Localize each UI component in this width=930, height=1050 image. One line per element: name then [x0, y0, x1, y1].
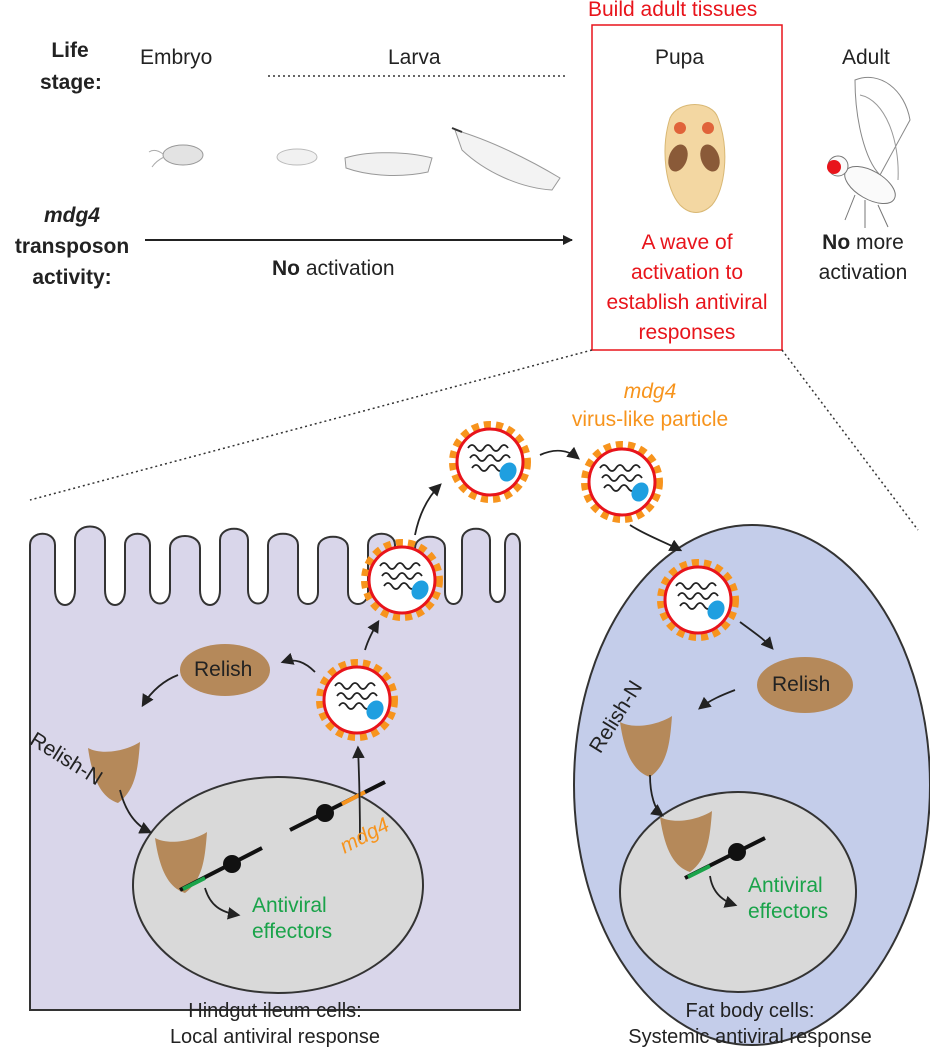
arrow-vlp-travel [539, 446, 580, 460]
activity-label-line3: activity: [32, 266, 112, 289]
pupa-highlight-box [591, 24, 783, 351]
arrow-vlp-out [414, 483, 442, 536]
no-activation-bold: No [272, 257, 300, 280]
no-activation-rest: activation [300, 257, 395, 280]
arrow-vlp-into-fatbody [629, 524, 683, 552]
zoom-line-left [29, 349, 593, 501]
vlp-label: mdg4 virus-like particle [570, 378, 730, 434]
arrow-vlp-to-relish-fatbody [739, 621, 774, 650]
arrow-relish-cleave-fatbody [698, 689, 736, 710]
no-activation-text: No activation [272, 257, 395, 281]
life-stage-line1: Life [51, 39, 89, 62]
larva-small-icon [276, 148, 318, 166]
larva-medium-icon [344, 152, 433, 176]
vlp-label-line2: virus-like particle [571, 408, 729, 431]
life-stage-label: Life stage: [40, 35, 102, 99]
arrow-relish-n-import-hindgut [119, 789, 153, 834]
hindgut-effectors-line2: effectors [252, 920, 333, 943]
pupa-text-line2: activation to [630, 261, 744, 284]
fatbody-relish-shape [757, 657, 853, 713]
vlp-circulating-1 [453, 425, 527, 499]
fatbody-caption-line1: Fat body cells: [685, 1000, 815, 1022]
hindgut-effectors-label: Antiviral effectors [252, 893, 332, 945]
fatbody-effectors-label: Antiviral effectors [748, 873, 828, 925]
hindgut-caption-line2: Local antiviral response [169, 1026, 381, 1048]
adult-text-line2: activation [818, 261, 908, 284]
hindgut-mdg4-locus [289, 780, 386, 832]
stage-larva: Larva [388, 46, 441, 69]
fatbody-effector-gene [684, 836, 766, 880]
life-stage-line2: stage: [40, 71, 102, 94]
activity-label-line2: transposon [14, 235, 130, 258]
arrow-relish-n-import-fatbody [649, 774, 665, 817]
hindgut-relish-shape [180, 644, 270, 696]
activity-label-line1: mdg4 [43, 204, 100, 227]
vlp-circulating-2 [585, 445, 659, 519]
hindgut-nucleus [132, 776, 424, 994]
hindgut-caption-line1: Hindgut ileum cells: [188, 1000, 362, 1022]
hindgut-effectors-line1: Antiviral [252, 894, 327, 917]
adult-activation-text: No more activation [798, 228, 928, 288]
fatbody-effectors-line1: Antiviral [748, 874, 823, 897]
vlp-label-line1: mdg4 [623, 380, 677, 403]
arrow-vlp-to-relish-hindgut [280, 652, 316, 673]
arrow-relish-cleave-hindgut [141, 674, 179, 708]
pupa-text-line4: responses [638, 321, 736, 344]
zoom-line-right [781, 349, 919, 531]
arrow-vlp-to-surface [364, 619, 380, 651]
pupa-box-title: Build adult tissues [588, 0, 758, 21]
arrow-effectors-hindgut [204, 887, 241, 920]
larva-large-icon [451, 127, 561, 191]
stage-embryo: Embryo [140, 46, 213, 69]
embryo-icon [148, 144, 204, 168]
pupa-text-line3: establish antiviral [606, 291, 768, 314]
fatbody-caption: Fat body cells: Systemic antiviral respo… [585, 998, 915, 1050]
fatbody-caption-line2: Systemic antiviral response [628, 1026, 872, 1048]
mdg4-activity-label: mdg4 transposon activity: [12, 200, 132, 293]
pupa-activation-text: A wave of activation to establish antivi… [592, 228, 782, 348]
adult-text-rest: more [850, 231, 904, 254]
hindgut-relish-label: Relish [194, 658, 253, 681]
pupa-text-line1: A wave of [641, 231, 733, 254]
arrow-effectors-fatbody [709, 875, 738, 908]
hindgut-effector-gene [179, 846, 263, 892]
adult-fly-icon [827, 76, 911, 228]
adult-text-bold: No [822, 231, 851, 254]
pupa-icon [664, 104, 726, 213]
stage-pupa: Pupa [655, 46, 705, 69]
stage-adult: Adult [842, 46, 890, 69]
fatbody-effectors-line2: effectors [748, 900, 829, 923]
arrow-mdg4-to-vlp [352, 745, 365, 841]
hindgut-caption: Hindgut ileum cells: Local antiviral res… [125, 998, 425, 1050]
fatbody-relish-label: Relish [772, 673, 831, 696]
